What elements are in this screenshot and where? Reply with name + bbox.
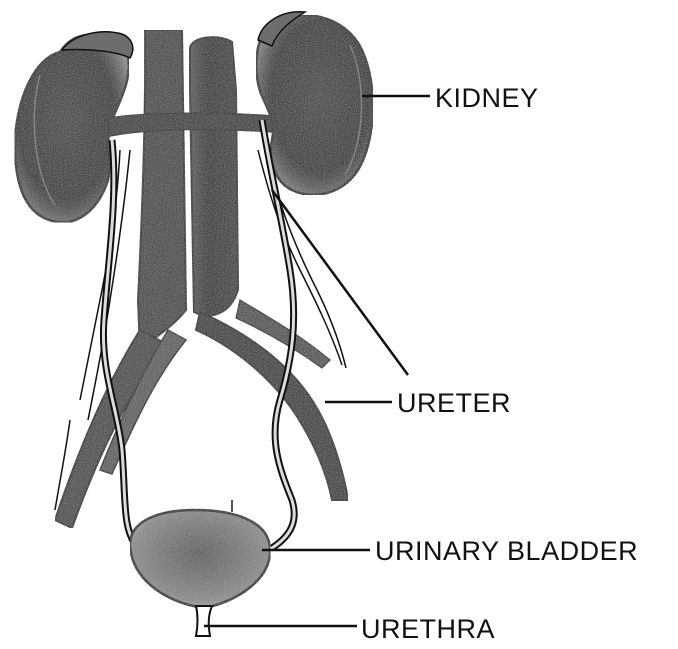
- ureter-label: URETER: [397, 390, 511, 417]
- urinary-bladder: [130, 500, 270, 608]
- urethra: [196, 606, 212, 636]
- urethra-label: URETHRA: [361, 616, 495, 643]
- kidney-label: KIDNEY: [435, 85, 539, 112]
- urinary-bladder-label: URINARY BLADDER: [375, 538, 638, 565]
